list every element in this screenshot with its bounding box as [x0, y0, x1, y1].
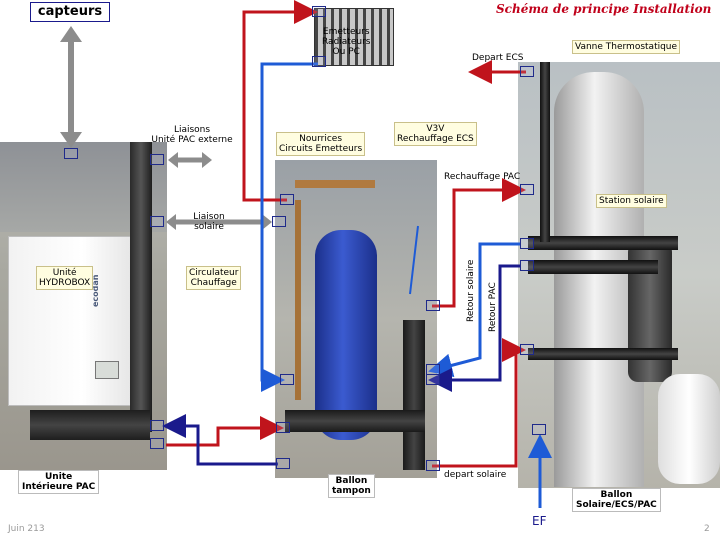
capteurs-link-arrow: [60, 26, 82, 148]
label-liaison-solaire-line2: solaire: [194, 222, 224, 232]
conn-depart-solaire: [426, 460, 440, 471]
box-tampon-line1: Ballon: [335, 476, 368, 486]
black-pipe: [130, 142, 152, 432]
v3v-pointer: [409, 225, 419, 295]
ballon-tampon-photo: [275, 160, 437, 478]
label-ef: EF: [532, 514, 547, 528]
conn-unite-2: [150, 438, 164, 449]
conn-capteurs: [64, 148, 78, 159]
box-tampon-line2: tampon: [332, 486, 371, 496]
conn-v3v: [426, 300, 440, 311]
callout-circulateur-line2: Chauffage: [190, 278, 237, 288]
conn-retour-2: [426, 374, 440, 385]
label-liaison-solaire: Liaison solaire: [184, 212, 234, 232]
conn-tampon-bot1: [276, 422, 290, 433]
callout-emetteurs: Emetteurs Radiateurs Ou PC: [320, 26, 372, 58]
callout-hydrobox-line1: Unité: [52, 268, 77, 278]
callout-emetteurs-line1: Emetteurs: [322, 27, 370, 37]
label-liaison-solaire-line1: Liaison: [193, 212, 225, 222]
footer-page: 2: [704, 524, 710, 534]
tampon-pipe-right: [403, 320, 425, 470]
conn-retour-solaire: [520, 238, 534, 249]
callout-nourrices: Nourrices Circuits Emetteurs: [276, 132, 366, 156]
conn-liaisons: [150, 154, 164, 165]
conn-rechauffage-pac: [520, 184, 534, 195]
retour-pac-pipe: [428, 264, 520, 392]
conn-radiator-bot: [312, 56, 326, 67]
callout-circulateur-line1: Circulateur: [189, 268, 239, 278]
conn-nourrices: [280, 194, 294, 205]
conn-depart-solaire-r: [520, 344, 534, 355]
callout-vanne: Vanne Thermostatique: [572, 40, 681, 54]
ballon-solaire-photo: [518, 62, 720, 488]
callout-nourrices-line1: Nourrices: [299, 134, 343, 144]
tampon-copper-2: [295, 200, 301, 400]
expansion-vessel: [658, 374, 720, 484]
box-unite-line1: Unite: [45, 472, 73, 482]
box-ballon-solaire: Ballon Solaire/ECS/PAC: [572, 488, 661, 512]
label-depart-solaire: depart solaire: [444, 470, 507, 480]
conn-retour-pac: [520, 260, 534, 271]
callout-circulateur: Circulateur Chauffage: [186, 266, 242, 290]
hot-pipe-unite-tampon: [166, 416, 284, 447]
solaire-pipe-3: [528, 348, 678, 360]
black-pipe-h: [30, 410, 150, 440]
box-unite-interieure: Unite Intérieure PAC: [18, 470, 100, 494]
label-liaisons-line1: Liaisons: [173, 125, 211, 135]
cold-pipe-radiator: [260, 62, 318, 392]
tampon-tank: [315, 230, 377, 440]
footer-date: Juin 213: [8, 524, 45, 534]
depart-solaire-pipe: [432, 338, 526, 468]
callout-emetteurs-line3: Ou PC: [332, 47, 360, 57]
callout-station: Station solaire: [596, 194, 667, 208]
solaire-pipe-1: [528, 236, 678, 250]
conn-tampon-mid: [280, 374, 294, 385]
label-liaisons-line2: Unité PAC externe: [151, 135, 233, 145]
conn-tampon-bot2: [276, 458, 290, 469]
capteurs-box: capteurs: [30, 2, 110, 22]
callout-hydrobox-line2: HYDROBOX: [39, 278, 91, 288]
conn-radiator-top: [312, 6, 326, 17]
callout-emetteurs-line2: Radiateurs: [322, 37, 371, 47]
label-retour-solaire: Retour solaire: [466, 259, 476, 322]
return-pipe-tampon-unite: [162, 414, 278, 466]
callout-v3v: V3V Rechauffage ECS: [394, 122, 477, 146]
conn-unite-1: [150, 420, 164, 431]
tampon-copper: [295, 180, 375, 188]
hot-pipe-radiator: [242, 0, 318, 202]
conn-depart-ecs: [520, 66, 534, 77]
callout-hydrobox: Unité HYDROBOX: [36, 266, 94, 290]
box-unite-line2: Intérieure PAC: [22, 482, 96, 492]
solaire-pipe-v: [540, 62, 550, 242]
callout-v3v-line2: Rechauffage ECS: [397, 134, 474, 144]
label-rechauffage-pac: Rechauffage PAC: [444, 172, 521, 182]
callout-v3v-line1: V3V: [426, 124, 445, 134]
callout-nourrices-line2: Circuits Emetteurs: [279, 144, 363, 154]
hot-pipe-rechauffage: [432, 178, 526, 308]
liaisons-pac-arrow: [168, 152, 212, 168]
box-solaire-line1: Ballon: [600, 490, 633, 500]
box-solaire-line2: Solaire/ECS/PAC: [576, 500, 657, 510]
radiator: [314, 8, 394, 66]
page-title: Schéma de principe Installation: [496, 2, 712, 16]
liaison-solaire-arrow: [166, 214, 272, 230]
conn-tampon-left: [272, 216, 286, 227]
hydrobox-photo: ecodan: [0, 142, 167, 470]
solaire-pipe-2: [528, 260, 658, 274]
conn-ef: [532, 424, 546, 435]
hydrobox-unit: ecodan: [8, 236, 132, 406]
retour-solaire-pipe: [428, 242, 520, 378]
label-retour-pac: Retour PAC: [488, 282, 498, 332]
label-liaisons-pac: Liaisons Unité PAC externe: [142, 125, 242, 145]
conn-liaison-solaire: [150, 216, 164, 227]
tampon-pipe-bottom: [285, 410, 425, 432]
control-screen: [95, 361, 119, 379]
label-depart-ecs: Depart ECS: [472, 53, 524, 63]
box-ballon-tampon: Ballon tampon: [328, 474, 375, 498]
